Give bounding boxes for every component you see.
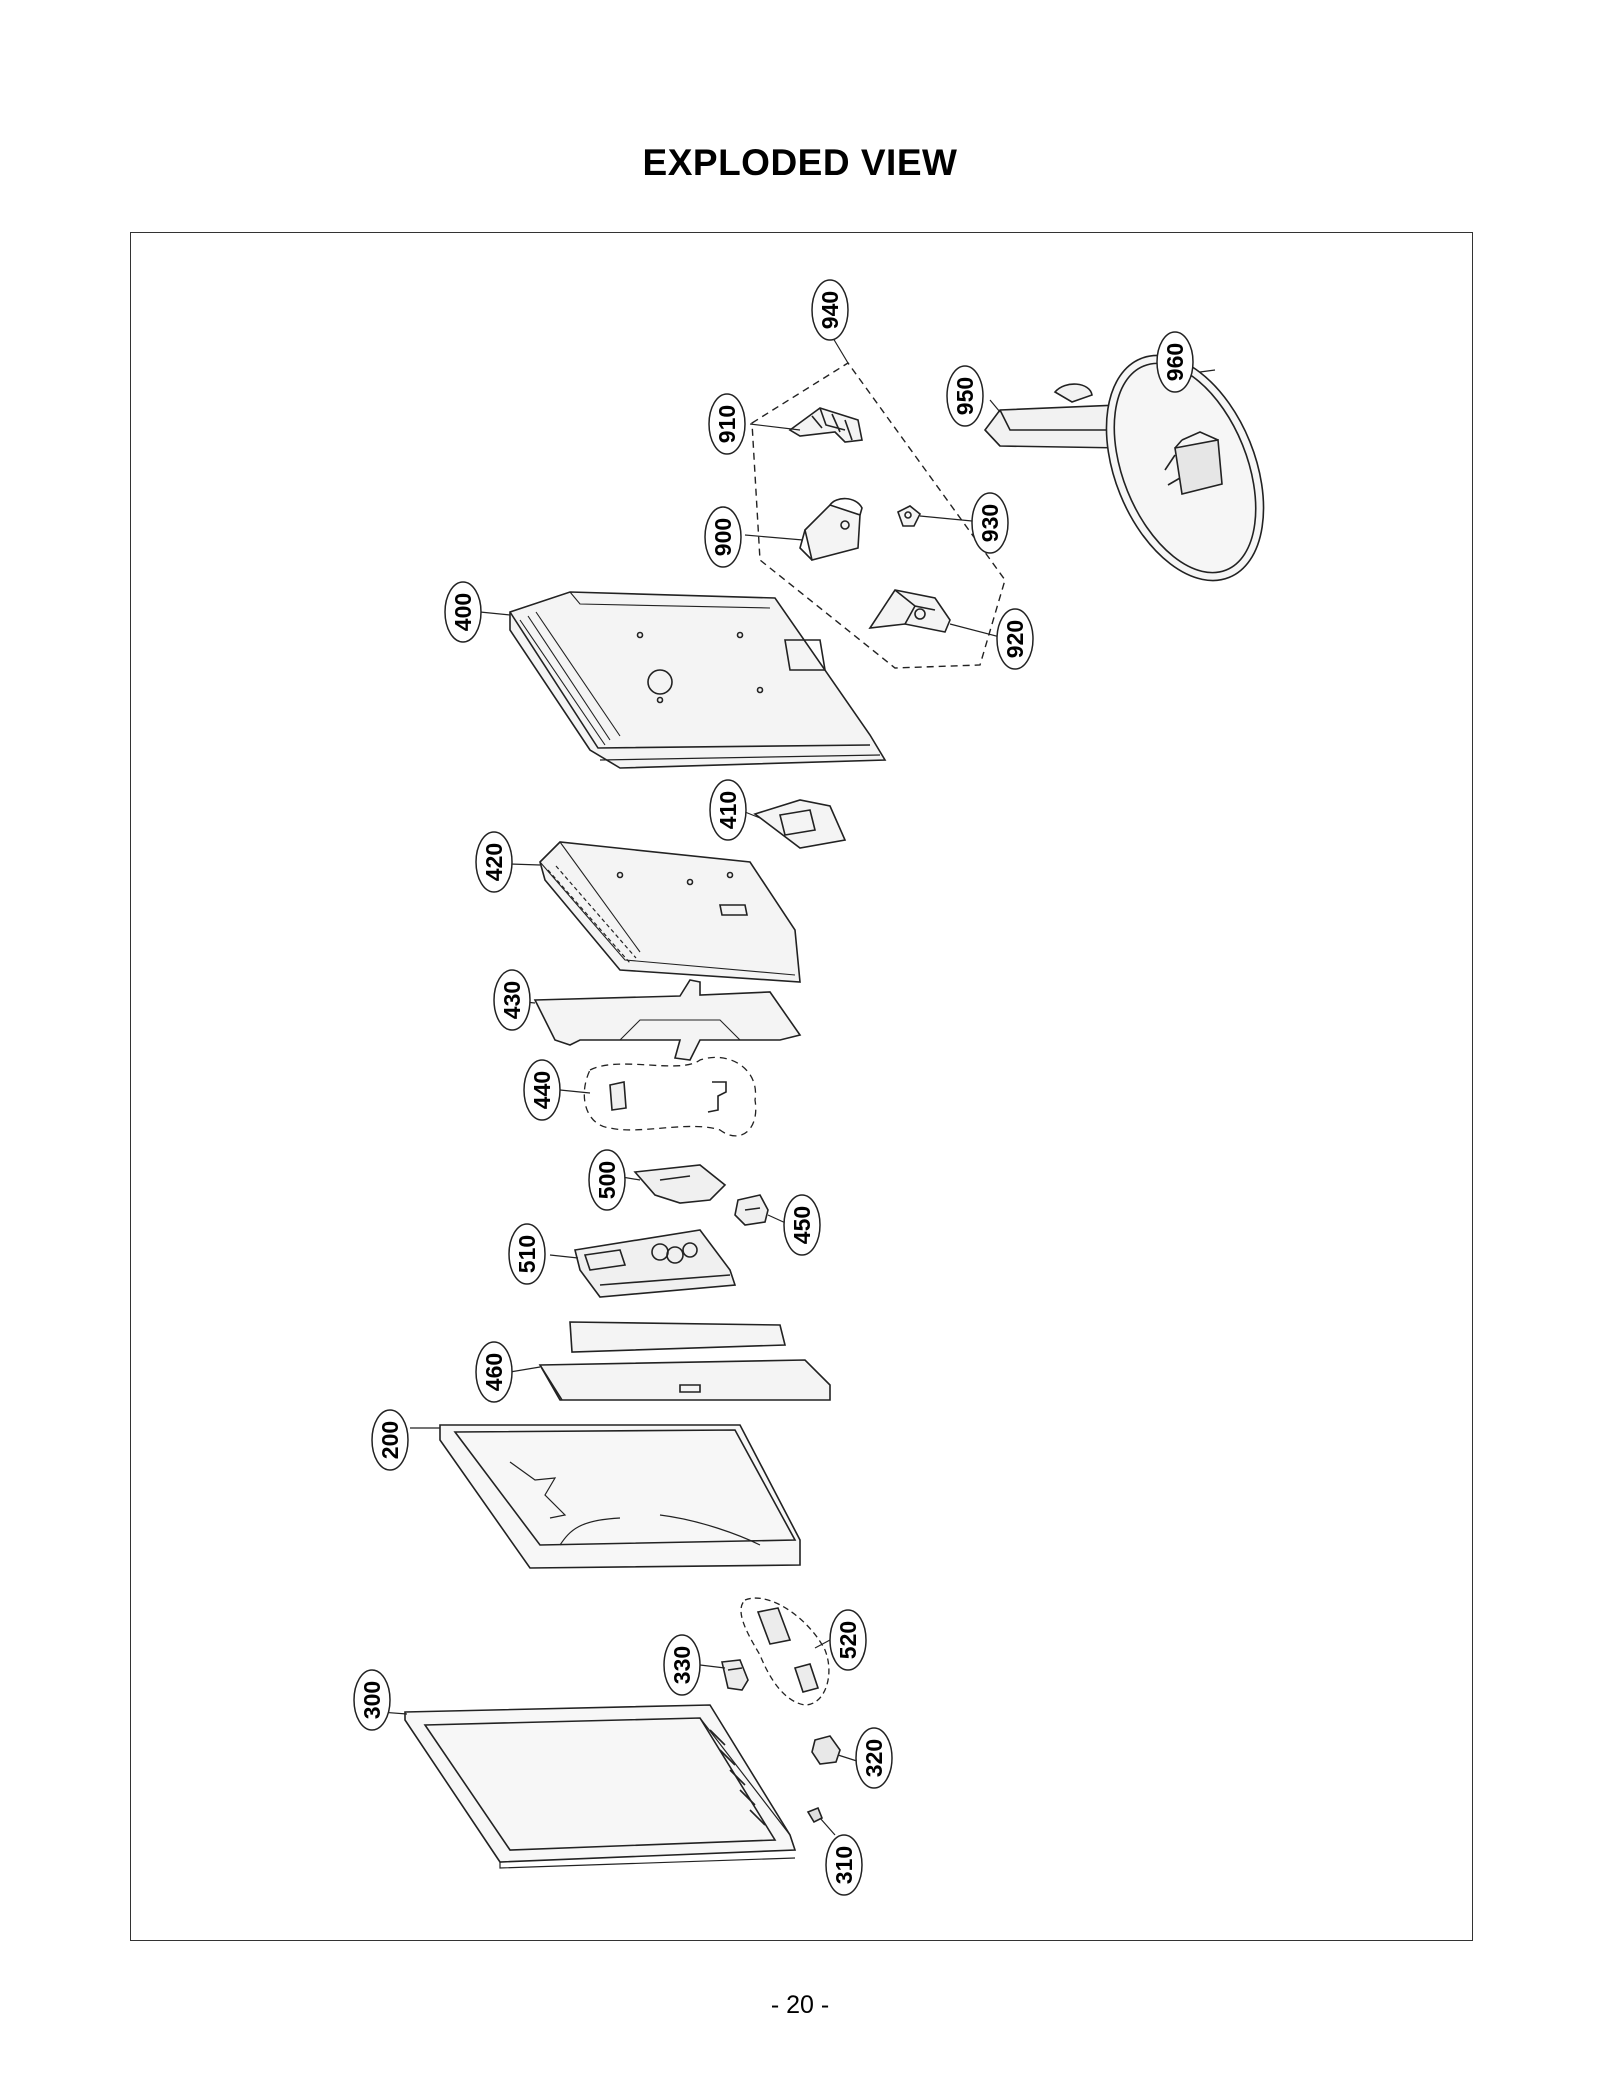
callout-960-label: 960 <box>1162 343 1188 381</box>
part-440-bracket-group <box>559 1056 757 1137</box>
part-420-main-shield <box>509 841 801 983</box>
callout-510: 510 <box>508 1223 546 1285</box>
callout-910: 910 <box>708 393 746 455</box>
callout-420: 420 <box>475 831 513 893</box>
part-910-hinge-cover <box>749 407 863 443</box>
callout-460: 460 <box>475 1341 513 1403</box>
part-510-power-board <box>549 1229 737 1298</box>
part-920-hinge-bracket <box>868 589 1001 638</box>
part-400-back-cover <box>479 591 887 769</box>
callout-400-label: 400 <box>450 593 476 631</box>
callout-310-label: 310 <box>831 1846 857 1884</box>
callout-460-label: 460 <box>481 1353 507 1391</box>
part-520-component-group <box>740 1597 831 1706</box>
callout-410: 410 <box>709 779 747 841</box>
callout-920: 920 <box>996 608 1034 670</box>
callout-330: 330 <box>663 1634 701 1696</box>
callout-440-label: 440 <box>529 1071 555 1109</box>
part-430-bracket-frame <box>504 979 802 1061</box>
callout-960: 960 <box>1156 331 1194 393</box>
part-930-hinge-pin <box>897 505 973 527</box>
page-number: - 20 - <box>770 1991 830 2019</box>
callout-400: 400 <box>444 581 482 643</box>
callout-900-label: 900 <box>710 518 736 556</box>
part-460-lamp-inverter <box>509 1321 831 1401</box>
callout-900: 900 <box>704 506 742 568</box>
part-450-connector <box>734 1194 791 1226</box>
callout-910-label: 910 <box>714 405 740 443</box>
diagram-frame <box>130 232 1473 1941</box>
part-330-small-bracket <box>699 1659 749 1691</box>
callout-500: 500 <box>588 1149 626 1211</box>
callout-950: 950 <box>946 365 984 427</box>
part-200-lcd-panel <box>410 1424 801 1569</box>
part-320-side-button <box>811 1735 861 1765</box>
part-410-cover-plate <box>744 799 847 849</box>
callout-520-label: 520 <box>835 1621 861 1659</box>
part-950-stand-neck <box>983 383 1131 449</box>
part-300-front-bezel <box>379 1704 797 1869</box>
callout-200-label: 200 <box>377 1421 403 1459</box>
callout-950-label: 950 <box>952 377 978 415</box>
callout-300: 300 <box>353 1669 391 1731</box>
callout-500-label: 500 <box>594 1161 620 1199</box>
callout-200: 200 <box>371 1409 409 1471</box>
part-500-small-board <box>609 1164 727 1204</box>
callout-940-label: 940 <box>817 291 843 329</box>
callout-320: 320 <box>855 1727 893 1789</box>
callout-510-label: 510 <box>514 1235 540 1273</box>
callout-310: 310 <box>825 1834 863 1896</box>
callout-330-label: 330 <box>669 1646 695 1684</box>
callout-940: 940 <box>811 279 849 341</box>
callout-930: 930 <box>971 492 1009 554</box>
callout-450: 450 <box>783 1194 821 1256</box>
part-900-hinge-base <box>744 497 863 561</box>
callout-410-label: 410 <box>715 791 741 829</box>
callout-430-label: 430 <box>499 981 525 1019</box>
callout-320-label: 320 <box>861 1739 887 1777</box>
callout-930-label: 930 <box>977 504 1003 542</box>
callout-440: 440 <box>523 1059 561 1121</box>
callout-520: 520 <box>829 1609 867 1671</box>
part-310-indicator-lens <box>806 1806 836 1836</box>
callout-450-label: 450 <box>789 1206 815 1244</box>
callout-420-label: 420 <box>481 843 507 881</box>
callout-430: 430 <box>493 969 531 1031</box>
page-title: EXPLODED VIEW <box>642 142 958 183</box>
callout-920-label: 920 <box>1002 620 1028 658</box>
callout-300-label: 300 <box>359 1681 385 1719</box>
part-960-stand-base <box>1105 354 1265 582</box>
